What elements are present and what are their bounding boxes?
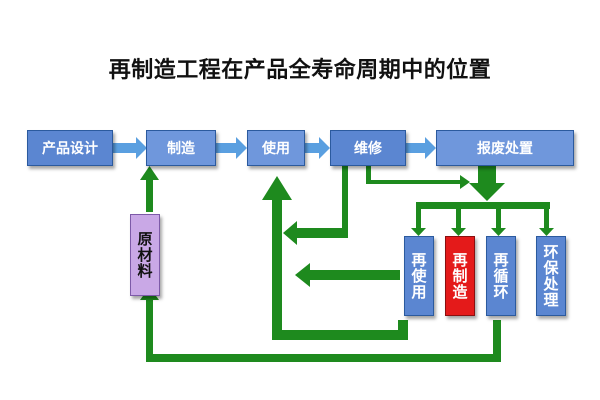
raw-material-box: 原材料 xyxy=(130,214,160,296)
environmental-box: 环保处理 xyxy=(536,236,566,316)
stage-design-label: 产品设计 xyxy=(42,141,98,157)
arrow-maintenance-to-disposal-path xyxy=(366,166,470,189)
arrow-manufacture-to-use xyxy=(214,137,247,159)
green-flow-arrows xyxy=(140,166,554,362)
recycle-label: 再循环 xyxy=(491,252,510,300)
stage-disposal: 报废处置 xyxy=(436,130,574,166)
arrow-use-to-maintenance xyxy=(305,137,330,159)
arrow-maintenance-to-disposal xyxy=(405,137,436,159)
diagram-title: 再制造工程在产品全寿命周期中的位置 xyxy=(108,58,492,83)
arrow-design-to-manufacture xyxy=(112,137,147,159)
arrow-recycle-to-raw-material xyxy=(140,287,501,362)
recycle-box: 再循环 xyxy=(486,236,516,316)
arrow-to-remanufacture xyxy=(451,209,466,236)
stage-maintenance: 维修 xyxy=(330,130,406,166)
remanufacture-box: 再制造 xyxy=(445,236,475,316)
reuse-label: 再使用 xyxy=(409,252,428,300)
remanufacture-label: 再制造 xyxy=(450,252,469,300)
stage-disposal-label: 报废处置 xyxy=(477,141,533,157)
reuse-box: 再使用 xyxy=(404,236,434,316)
arrow-to-environmental xyxy=(539,209,554,236)
environmental-label: 环保处理 xyxy=(541,244,560,308)
stage-connector-arrows xyxy=(112,137,436,159)
distribution-bar xyxy=(416,202,550,209)
stage-manufacture: 制造 xyxy=(146,130,216,166)
stage-use: 使用 xyxy=(247,130,305,166)
stage-manufacture-label: 制造 xyxy=(167,141,195,157)
arrow-disposal-down xyxy=(469,166,505,201)
arrow-reuse-back-to-use xyxy=(262,176,408,340)
arrow-remanufacture-back-to-use xyxy=(295,263,400,287)
arrow-to-recycle xyxy=(491,209,506,236)
arrow-maintenance-back-to-use xyxy=(283,166,348,245)
raw-material-label: 原材料 xyxy=(135,231,154,279)
arrow-to-reuse xyxy=(411,209,426,236)
stage-maintenance-label: 维修 xyxy=(354,141,382,157)
stage-design: 产品设计 xyxy=(27,130,113,166)
arrow-raw-material-to-manufacture xyxy=(140,166,159,212)
stage-use-label: 使用 xyxy=(262,141,290,157)
